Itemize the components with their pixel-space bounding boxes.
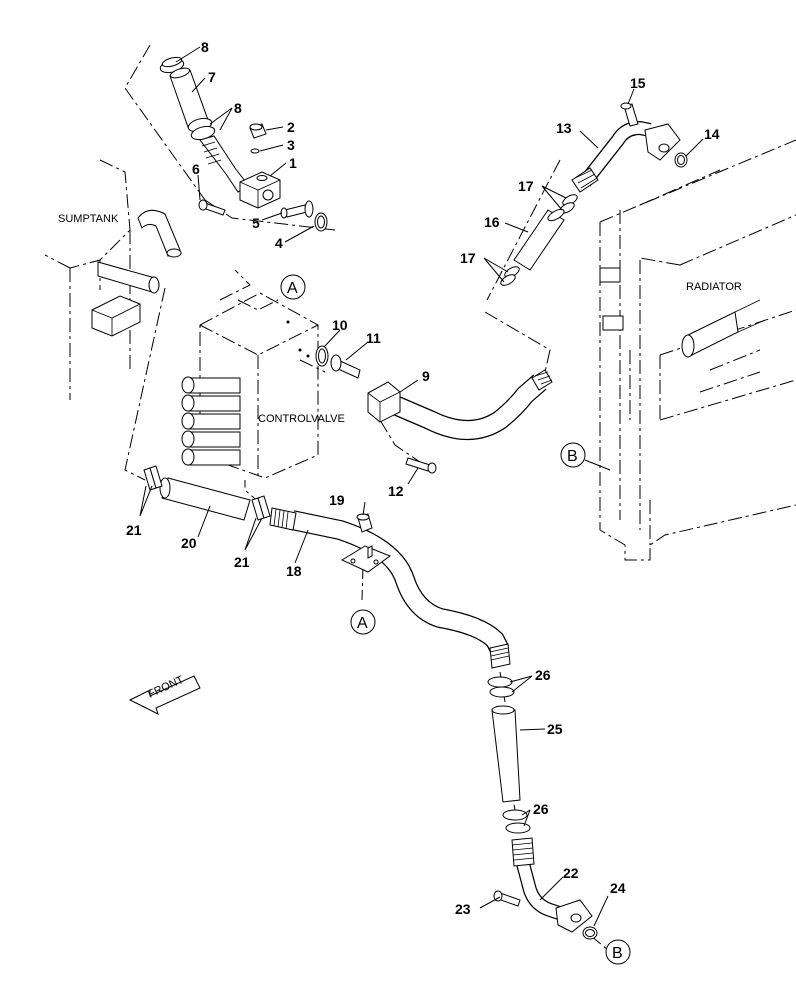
- valve-spools: [181, 376, 241, 466]
- callout-24: 24: [610, 880, 626, 896]
- pipe-22-group: [487, 676, 598, 940]
- callout-19: 19: [329, 492, 345, 508]
- callout-7: 7: [208, 69, 216, 85]
- callout-13: 13: [556, 120, 572, 136]
- callout-16: 16: [484, 214, 500, 230]
- radiator-assembly: RADIATOR: [599, 139, 796, 561]
- callout-14: 14: [704, 126, 720, 142]
- callout-6: 6: [192, 161, 200, 177]
- callout-22: 22: [563, 865, 579, 881]
- reference-b-bottom: B: [605, 939, 631, 965]
- reference-a-top: A: [280, 274, 306, 300]
- callout-8: 8: [234, 100, 242, 116]
- control-valve: CONTROLVALVE: [181, 292, 345, 479]
- callout-17: 17: [460, 250, 476, 266]
- callout-1: 1: [289, 155, 297, 171]
- callout-15: 15: [630, 75, 646, 91]
- callout-25: 25: [547, 721, 563, 737]
- callout-23: 23: [455, 901, 471, 917]
- controlvalve-label: CONTROLVALVE: [258, 413, 345, 425]
- callout-11: 11: [366, 330, 381, 346]
- callout-10: 10: [332, 317, 348, 333]
- callout-9: 9: [422, 368, 430, 384]
- reference-a-bottom: A: [350, 609, 376, 635]
- callout-3: 3: [287, 137, 295, 153]
- callout-26: 26: [535, 667, 551, 683]
- sumptank-assembly: SUMPTANK: [44, 159, 182, 400]
- callout-20: 20: [181, 535, 197, 551]
- callout-5: 5: [252, 215, 260, 231]
- callout-21: 21: [126, 522, 142, 538]
- pipe-13-group: [500, 102, 688, 286]
- sumptank-label: SUMPTANK: [58, 213, 119, 225]
- callout-17: 17: [518, 178, 534, 194]
- pipe-9: [315, 345, 553, 474]
- svg-text:A: A: [287, 280, 298, 297]
- callout-numbers: 8 7 8 2 3 1 6 5 4 10 11 9 12 13 15 14 17…: [126, 39, 720, 917]
- svg-text:B: B: [567, 448, 578, 465]
- radiator-label: RADIATOR: [686, 281, 742, 293]
- return-pipe-group-top: [159, 56, 328, 232]
- callout-21: 21: [234, 554, 250, 570]
- svg-text:A: A: [357, 615, 368, 632]
- callout-2: 2: [287, 119, 295, 135]
- callout-8: 8: [201, 39, 209, 55]
- leader-lines: [139, 46, 704, 927]
- svg-text:B: B: [612, 945, 623, 962]
- callout-12: 12: [388, 483, 404, 499]
- callout-4: 4: [275, 235, 283, 251]
- callout-26: 26: [533, 801, 549, 817]
- front-direction-arrow: FRONT: [128, 674, 201, 715]
- pipe-18-group: [143, 465, 511, 669]
- reference-b-right: B: [560, 442, 611, 471]
- callout-18: 18: [286, 563, 302, 579]
